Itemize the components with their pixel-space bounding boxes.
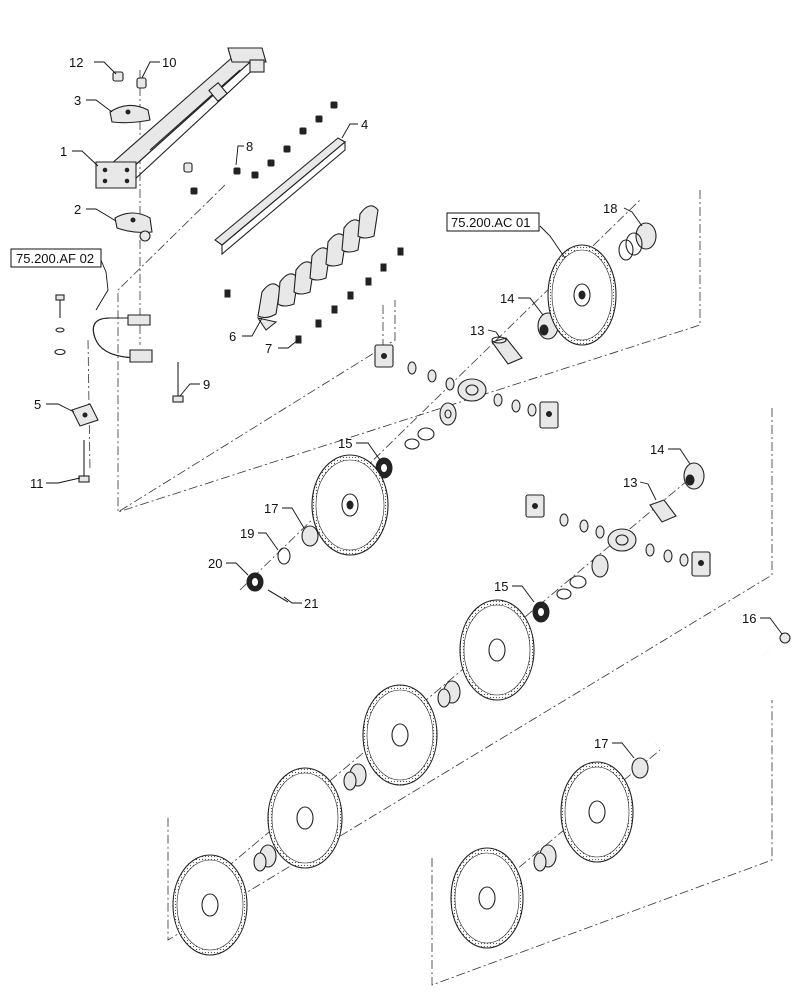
boundary-upper-gang (117, 190, 701, 513)
snap-ring-upper (404, 427, 435, 450)
callout-14-upper: 14 (500, 291, 514, 306)
axis-line-bolt-11 (87, 339, 91, 471)
nut-right (183, 162, 193, 173)
callout-13-lower: 13 (623, 475, 637, 490)
gang-shaft-16 (655, 632, 791, 745)
spool-lower-1 (437, 680, 461, 708)
spacer-tube-13-lower (649, 499, 677, 523)
callout-15-upper: 15 (338, 436, 352, 451)
disc-upper-right (547, 244, 617, 346)
callout-17-upper: 17 (264, 501, 278, 516)
plate-5 (71, 403, 99, 427)
bearing-hanger-right (539, 401, 559, 429)
washer-15-lower (532, 601, 550, 623)
callout-12: 12 (69, 55, 83, 70)
mounting-plate (95, 161, 137, 189)
spacers-upper-right (493, 393, 537, 417)
clamp-bracket-lower (114, 212, 153, 242)
callout-14-lower: 14 (650, 442, 664, 457)
pin-21 (267, 589, 289, 603)
washer-19 (277, 547, 291, 565)
callout-5: 5 (34, 397, 41, 412)
bearing-14-lower (683, 462, 705, 490)
callout-16: 16 (742, 611, 756, 626)
callout-19: 19 (240, 526, 254, 541)
scraper-bolts (224, 247, 404, 344)
disc-rear-1 (560, 761, 634, 863)
bearing-hanger-lower-left (525, 494, 545, 518)
cone-17-lower (631, 757, 649, 779)
nut-20 (246, 572, 264, 592)
reference-af-text: 75.200.AF 02 (16, 251, 94, 266)
bolt-small (54, 294, 66, 356)
disc-lower-4 (172, 854, 248, 956)
callout-13-upper: 13 (470, 323, 484, 338)
bearing-hanger-lower-right (691, 551, 711, 577)
reference-box-ac[interactable]: 75.200.AC 01 (446, 212, 540, 232)
callout-10: 10 (162, 55, 176, 70)
callout-3: 3 (74, 93, 81, 108)
callout-8: 8 (246, 139, 253, 154)
boundary-rear-gang (431, 700, 773, 986)
disc-rear-2 (450, 847, 524, 949)
center-bearing-upper (457, 378, 487, 402)
u-bolt (92, 314, 153, 363)
bolt-11 (78, 440, 90, 483)
bearing-18 (618, 222, 657, 261)
bar-bolts (190, 101, 338, 195)
callout-6: 6 (229, 329, 236, 344)
bolt-9 (172, 362, 184, 403)
nut-10 (136, 77, 147, 89)
washer-15-upper (375, 457, 393, 479)
callout-18: 18 (603, 201, 617, 216)
leader-lines (46, 61, 783, 759)
scraper-shanks (256, 205, 379, 331)
boundary-lower-gang (167, 408, 773, 941)
spool-lower-3 (253, 844, 277, 872)
reference-box-af[interactable]: 75.200.AF 02 (10, 248, 102, 268)
spool-lower-2 (343, 763, 367, 791)
disc-lower-3 (267, 767, 343, 869)
disc-lower-2 (362, 684, 438, 786)
cone-17-upper (301, 525, 319, 547)
disc-upper-left (311, 454, 389, 556)
callout-9: 9 (203, 377, 210, 392)
callout-15-lower: 15 (494, 579, 508, 594)
center-bearing-lower (607, 528, 637, 552)
shank-bar (190, 101, 346, 256)
callout-7: 7 (265, 341, 272, 356)
spool-upper (439, 402, 457, 426)
callout-11: 11 (30, 476, 44, 491)
callout-17-lower: 17 (594, 736, 608, 751)
scraper-blade (256, 317, 278, 331)
upper-shaft-assembly (374, 344, 559, 450)
callout-1: 1 (60, 144, 67, 159)
spool-rear-1 (533, 844, 557, 872)
frame-tube (108, 47, 267, 182)
bearing-hanger-left (374, 344, 394, 368)
callout-2: 2 (74, 202, 81, 217)
callout-21: 21 (304, 596, 318, 611)
callout-20: 20 (208, 556, 222, 571)
lower-shaft-assembly (525, 494, 711, 600)
nut-12 (112, 71, 124, 82)
reference-ac-text: 75.200.AC 01 (451, 215, 531, 230)
clamp-bracket-upper (109, 104, 151, 124)
callout-labels: 12 10 3 1 2 8 4 18 14 13 6 7 9 5 11 15 1… (30, 55, 756, 751)
spacer-tube-13-upper (491, 336, 523, 365)
callout-4: 4 (361, 117, 368, 132)
disc-lower-1 (459, 599, 535, 701)
spacers-upper (407, 361, 455, 391)
